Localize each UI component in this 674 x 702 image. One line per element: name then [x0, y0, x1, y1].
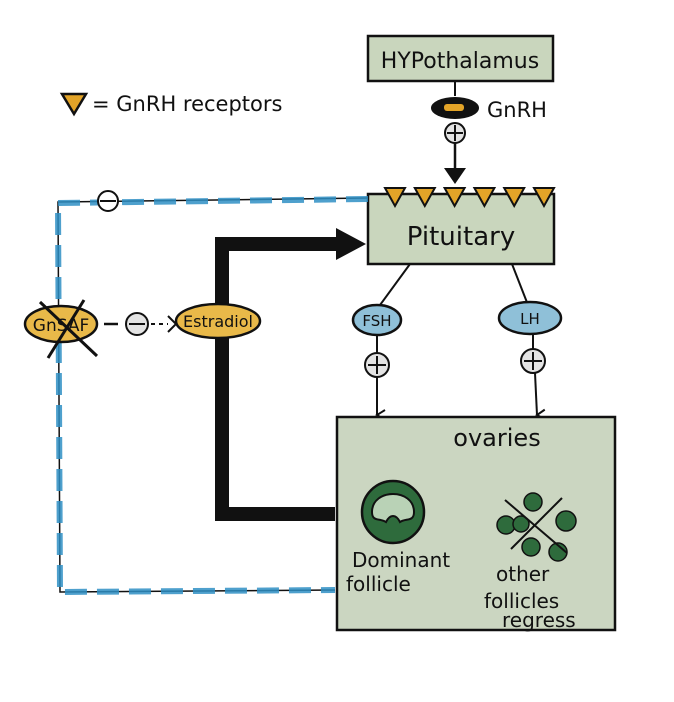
gnsaf-label: GnSAF: [33, 316, 89, 336]
lh-hormone: LH: [497, 300, 563, 336]
gnrh-receptor-icon: [532, 187, 556, 209]
lh-stimulation-sign: [520, 348, 546, 374]
fsh-hormone: FSH: [351, 303, 403, 337]
pituitary-label: Pituitary: [407, 222, 515, 252]
fsh-stimulation-sign: [364, 352, 390, 378]
gnrh-receptor-icon: [472, 187, 497, 209]
gnrh-stimulation-sign: [444, 122, 466, 144]
gnrh-receptor-icon: [502, 187, 526, 209]
feedback-inhibition-sign: [97, 190, 119, 212]
estradiol-positive-feedback-arrow: [215, 228, 366, 521]
ovaries-label: ovaries: [453, 424, 540, 452]
negative-feedback-loop: [54, 196, 369, 596]
gnrh-receptor-icon: [413, 187, 437, 209]
regressing-follicles-icon: [496, 492, 577, 562]
other-follicles-label: other: [496, 562, 550, 586]
gnrh-receptor-icon: [383, 187, 407, 209]
dominant-follicle-icon: [360, 479, 426, 545]
cross-out-icon: [504, 499, 568, 554]
dominant-follicle-label: Dominant: [352, 548, 450, 572]
other-follicles-label-2: follicles: [484, 589, 559, 613]
gnsaf-hormone: GnSAF: [23, 299, 99, 359]
dominant-follicle-label-2: follicle: [346, 572, 411, 596]
legend-text: = GnRH receptors: [92, 92, 282, 116]
other-follicles-label-3: regress: [502, 608, 576, 632]
gnrh-receptor-icon: [442, 187, 467, 209]
gnsaf-inhibition-sign: [125, 312, 149, 336]
legend: = GnRH receptors: [59, 92, 282, 117]
fsh-label: FSH: [362, 312, 391, 330]
gnrh-hormone: GnRH: [431, 97, 547, 122]
gnrh-arrowhead: [444, 168, 466, 184]
hypothalamus-box: HYPothalamus: [366, 34, 555, 83]
hypothalamus-label: HYPothalamus: [381, 49, 539, 74]
gnrh-receptors: [383, 187, 556, 209]
cross-out-icon: [38, 300, 99, 358]
lh-label: LH: [520, 310, 540, 328]
pituitary-box: Pituitary: [366, 192, 556, 266]
gnrh-label: GnRH: [487, 98, 547, 122]
estradiol-label: Estradiol: [183, 312, 253, 331]
estradiol-hormone: Estradiol: [174, 302, 262, 340]
receptor-legend-icon: [59, 92, 89, 117]
